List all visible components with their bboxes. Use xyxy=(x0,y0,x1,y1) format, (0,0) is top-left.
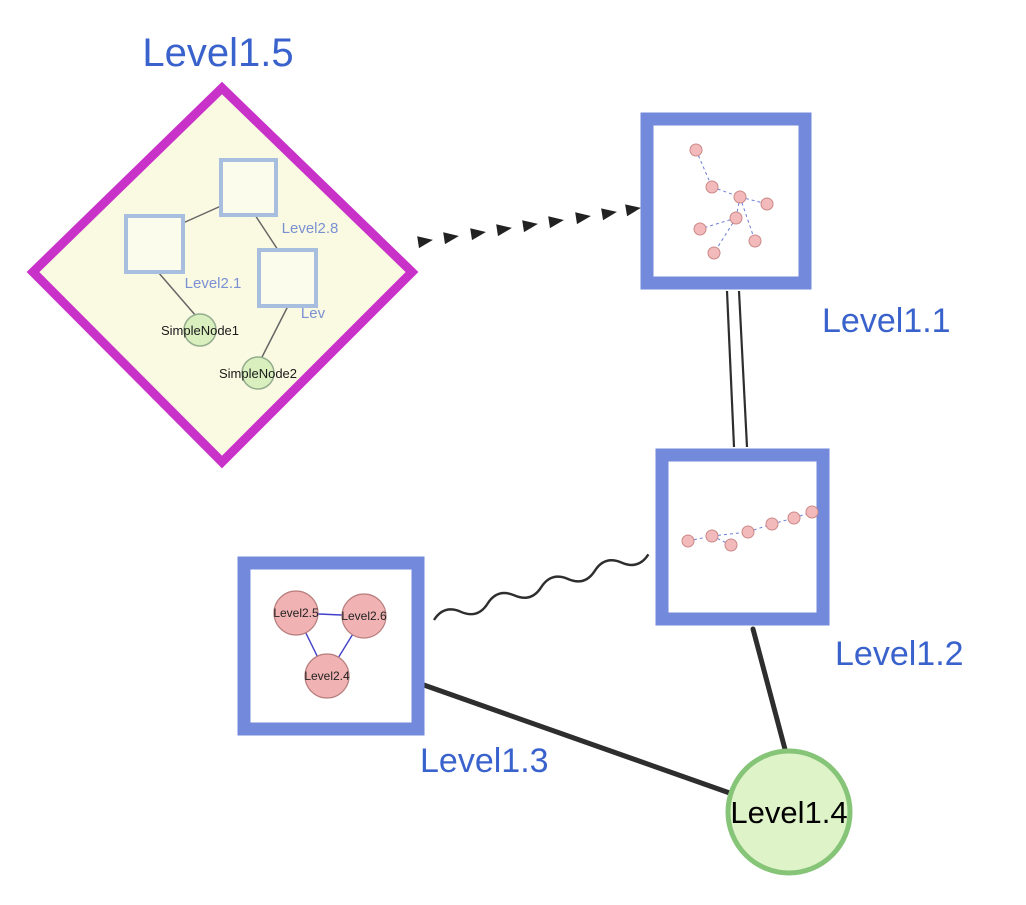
child-node-label: Level2.4 xyxy=(304,669,350,683)
label-level1-3: Level1.3 xyxy=(420,742,549,780)
inner-node-level2-8[interactable] xyxy=(219,158,278,217)
node-level1-4[interactable]: Level1.4 xyxy=(725,748,853,876)
edge-level1-2-to-level1-4[interactable] xyxy=(750,626,789,756)
mini-node xyxy=(787,511,801,525)
edge-level1-3-to-level1-2[interactable] xyxy=(432,553,650,621)
mini-node xyxy=(748,234,762,248)
mini-node xyxy=(707,246,721,260)
inner-edge xyxy=(260,305,289,360)
mini-node xyxy=(705,529,719,543)
diamond-shape[interactable] xyxy=(26,81,419,469)
edge-level1-1-to-level1-2[interactable] xyxy=(725,290,749,448)
mini-node xyxy=(724,538,738,552)
child-node-label: Level2.6 xyxy=(341,609,387,623)
node-level1-2[interactable] xyxy=(655,448,830,626)
inner-node-label: Lev xyxy=(301,305,326,322)
inner-node-level2-1[interactable] xyxy=(124,214,185,274)
inner-node-level2-x[interactable] xyxy=(257,248,318,308)
node-level1-1-box[interactable] xyxy=(640,112,812,290)
mini-node xyxy=(741,525,755,539)
node-level1-3-box[interactable] xyxy=(237,556,425,736)
node-level1-4-circle[interactable] xyxy=(725,748,853,876)
edge-level1-3-to-level1-4[interactable] xyxy=(418,681,744,800)
node-level1-3[interactable]: Level2.5 Level2.6 Level2.4 xyxy=(237,556,425,736)
inner-edge xyxy=(254,214,279,251)
inner-edge xyxy=(157,271,197,317)
mini-node xyxy=(760,197,774,211)
mini-node xyxy=(733,190,747,204)
simple-node-label: SimpleNode2 xyxy=(219,366,297,381)
label-level1-2: Level1.2 xyxy=(835,635,964,673)
inner-edge xyxy=(182,205,222,224)
label-level1-1: Level1.1 xyxy=(822,302,951,340)
child-node-label: Level2.5 xyxy=(273,606,319,620)
mini-node xyxy=(805,505,819,519)
edge-level1-5-to-level1-1[interactable] xyxy=(400,204,641,249)
node-level1-1[interactable] xyxy=(640,112,812,290)
inner-node-label: Level2.1 xyxy=(185,275,242,292)
level1-1-subgraph xyxy=(689,143,774,260)
label-level1-5: Level1.5 xyxy=(142,31,293,75)
mini-node xyxy=(693,222,707,236)
inner-node-label: Level2.8 xyxy=(282,220,339,237)
mini-node xyxy=(681,534,695,548)
mini-node xyxy=(689,143,703,157)
mini-node xyxy=(705,180,719,194)
mini-node xyxy=(765,517,779,531)
group-node-level1-5[interactable]: Level2.8 Level2.1 Lev SimpleNode1 Simple… xyxy=(26,81,419,469)
mini-node xyxy=(729,211,743,225)
label-level1-4: Level1.4 xyxy=(730,795,847,830)
level1-3-subgraph: Level2.5 Level2.6 Level2.4 xyxy=(273,590,387,699)
level1-2-subgraph xyxy=(681,505,819,552)
node-level1-2-box[interactable] xyxy=(655,448,830,626)
simple-node-label: SimpleNode1 xyxy=(161,323,239,338)
child-node-level2-4[interactable] xyxy=(304,653,350,699)
child-node-level2-5[interactable] xyxy=(273,590,319,636)
child-node-level2-6[interactable] xyxy=(341,593,387,639)
simple-node-1[interactable] xyxy=(183,313,217,347)
simple-node-2[interactable] xyxy=(241,356,275,390)
